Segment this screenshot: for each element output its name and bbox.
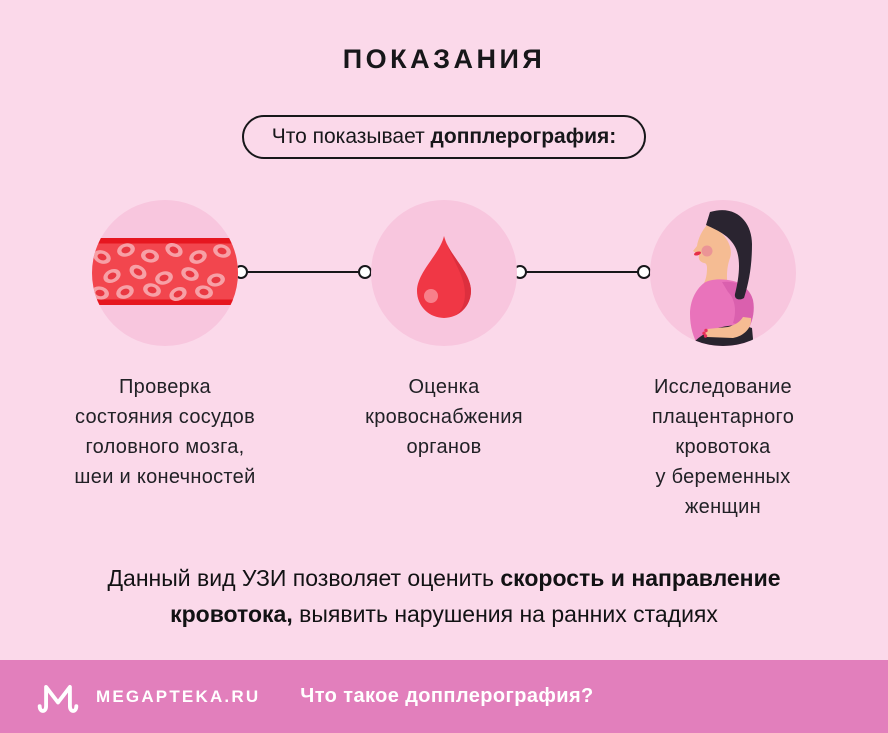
connector-line xyxy=(524,271,644,273)
summary-text: Данный вид УЗИ позволяет оценить скорост… xyxy=(44,560,844,632)
footer-brand: MEGAPTEKA.RU xyxy=(96,686,261,706)
red-blood-cells xyxy=(92,242,231,302)
hair xyxy=(706,210,752,300)
nail xyxy=(702,331,706,335)
blood-vessel-icon xyxy=(92,200,238,346)
sleeve xyxy=(722,281,754,328)
caption-organs: Оценка кровоснабжения органов xyxy=(365,376,523,458)
cheek-blush xyxy=(701,245,713,257)
summary-highlight: скорость и направление кровотока, xyxy=(170,565,781,627)
page-title: ПОКАЗАНИЯ xyxy=(342,44,546,74)
connector-ring xyxy=(358,265,372,279)
megapteka-logo-icon xyxy=(37,684,79,713)
summary-lead: Данный вид УЗИ позволяет оценить xyxy=(107,565,501,591)
lips xyxy=(694,251,701,256)
connector-ring xyxy=(637,265,651,279)
caption-placental: Исследование плацентарного кровотока у б… xyxy=(651,376,795,518)
question-badge: Что показывает допплерография: xyxy=(241,115,647,159)
footer-bar: MEGAPTEKA.RU Что такое допплерография? xyxy=(0,660,888,733)
nail xyxy=(704,328,708,333)
nail xyxy=(703,334,708,338)
badge-container: Что показывает допплерография: xyxy=(0,115,888,159)
footer-topic: Что такое допплерография? xyxy=(300,685,594,707)
blood-drop-icon xyxy=(371,200,517,346)
badge-text-bold: допплерография: xyxy=(430,125,617,148)
connector-line xyxy=(245,271,365,273)
summary-tail: выявить нарушения на ранних стадиях xyxy=(292,601,718,627)
caption-vessels: Проверка состояния сосудов головного моз… xyxy=(74,376,256,488)
badge-text-regular: Что показывает xyxy=(271,125,431,148)
forearm-hand xyxy=(704,317,752,338)
pregnant-woman-icon xyxy=(650,200,796,346)
face xyxy=(693,224,731,289)
